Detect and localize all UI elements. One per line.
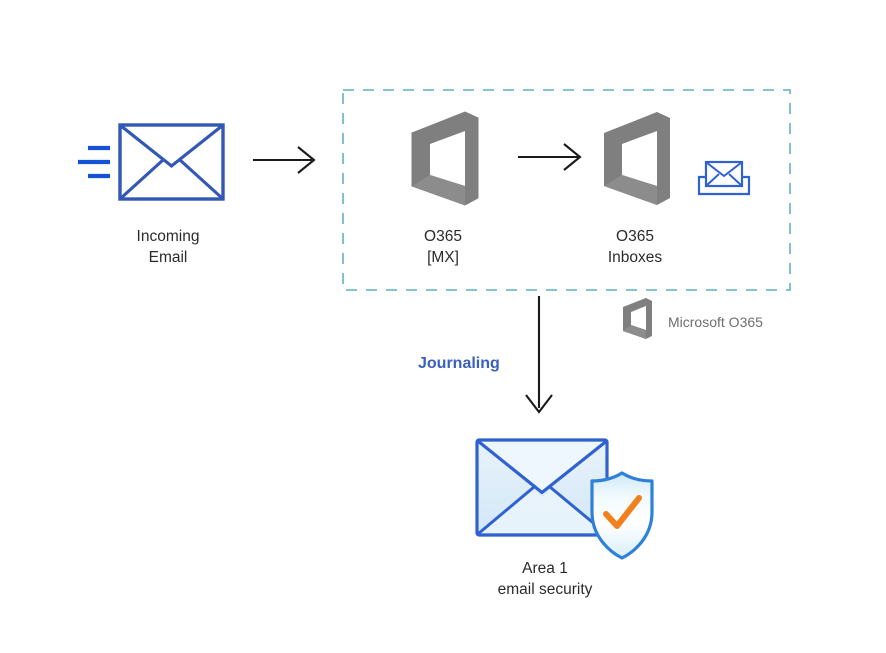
arrow-inboxes-to-area1	[525, 296, 553, 414]
office365-logo-icon-inboxes	[604, 112, 670, 205]
motion-lines-icon	[78, 145, 110, 179]
envelope-shield-icon	[475, 438, 654, 560]
inbox-tray-icon	[697, 160, 751, 196]
label-o365-mx: O365 [MX]	[424, 228, 462, 266]
o365-boundary-group	[342, 89, 791, 291]
envelope-icon	[118, 123, 225, 201]
legend-office365-logo-icon	[623, 298, 652, 339]
office365-logo-icon-mx	[411, 111, 479, 206]
label-journaling: Journaling	[418, 355, 500, 372]
label-incoming-email: Incoming Email	[136, 228, 200, 266]
arrow-mx-to-inboxes	[518, 143, 582, 171]
label-o365-inboxes: O365 Inboxes	[607, 228, 663, 266]
label-area1-email-security: Area 1 email security	[497, 560, 593, 598]
legend-label-microsoft-o365: Microsoft O365	[668, 314, 763, 330]
arrow-incoming-to-mx	[253, 146, 316, 174]
